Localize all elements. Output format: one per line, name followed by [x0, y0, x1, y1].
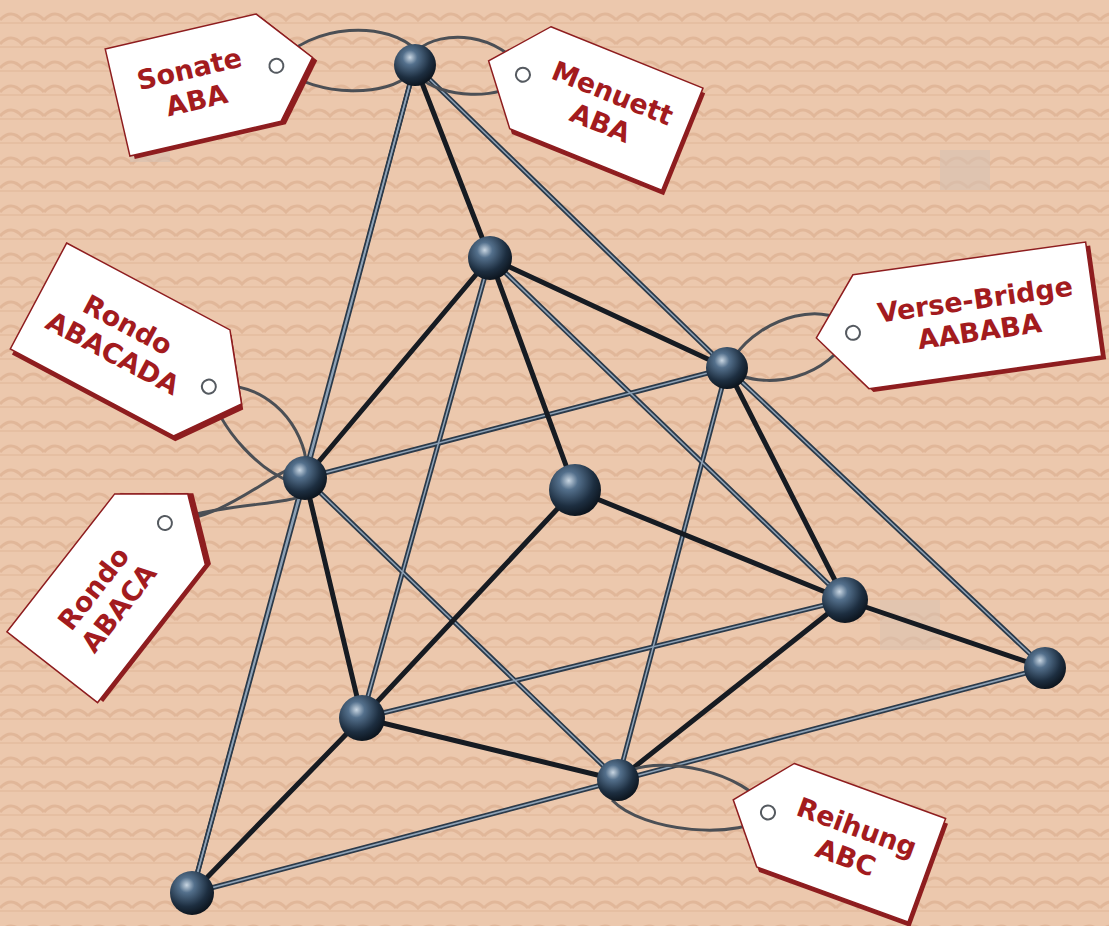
roof-window [940, 150, 990, 190]
thin-rods [192, 65, 1045, 893]
thick-rods [192, 65, 1045, 893]
tag-strings [165, 30, 853, 830]
roof-window [880, 600, 940, 650]
